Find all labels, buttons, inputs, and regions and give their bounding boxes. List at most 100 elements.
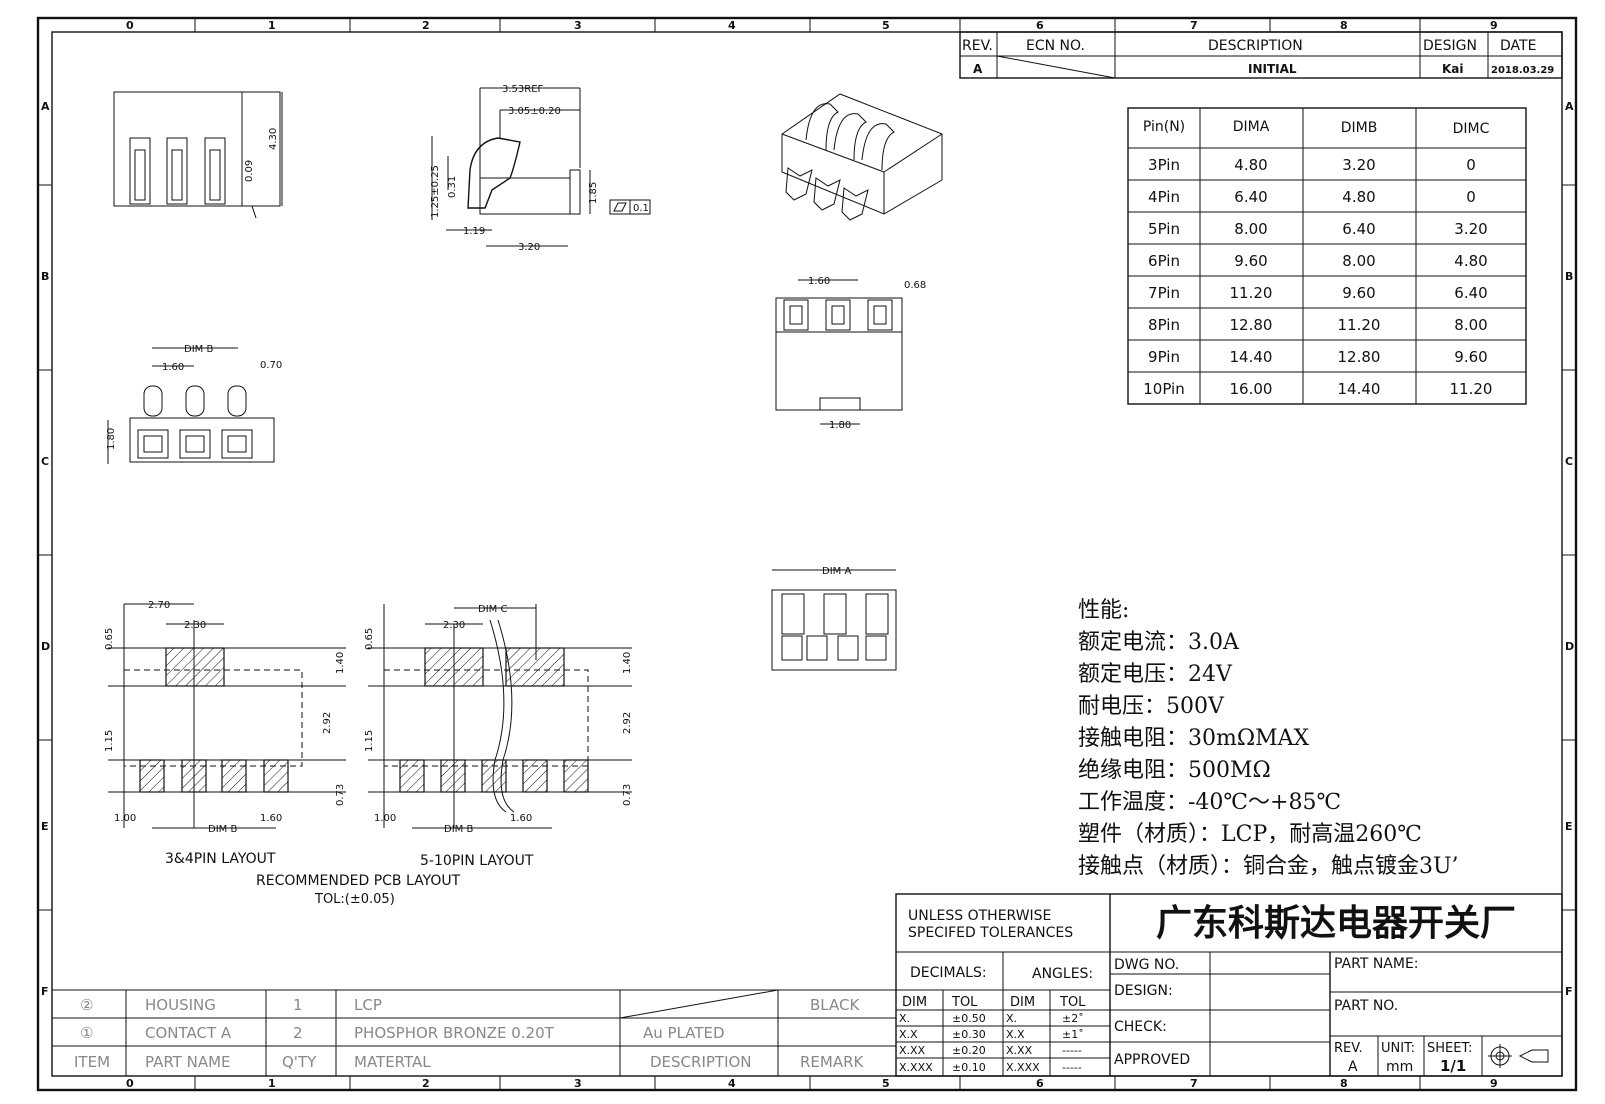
- pin-table-cell: 7Pin: [1148, 284, 1180, 302]
- rev-label: REV.: [1334, 1041, 1363, 1056]
- dim-label: 0.65: [104, 628, 115, 650]
- pin-table-cell: 8.00: [1342, 252, 1375, 270]
- pcb-pad: [399, 759, 425, 793]
- dim-label: 2.30: [184, 620, 206, 631]
- tolerance-cell: X.: [1006, 1012, 1017, 1025]
- pcb-layout-title: RECOMMENDED PCB LAYOUT: [256, 873, 461, 889]
- spec-line: 塑件（材质）：LCP，耐高温260℃: [1078, 822, 1422, 847]
- part-no-label: PART NO.: [1334, 998, 1398, 1014]
- row-label: B: [41, 270, 49, 283]
- design-header: DESIGN: [1423, 38, 1477, 54]
- design-value: Kai: [1442, 62, 1464, 76]
- dim-label: 2.92: [322, 712, 333, 734]
- spec-line: 绝缘电阻：500MΩ: [1078, 758, 1271, 783]
- pin-table-cell: 10Pin: [1143, 380, 1184, 398]
- tolerance-cell: ±2˚: [1062, 1012, 1084, 1025]
- pin-table-cell: 3Pin: [1148, 156, 1180, 174]
- dim-label: 3.05±0.20: [508, 106, 561, 117]
- tolerance-cell: X.X: [899, 1028, 918, 1041]
- pin-table-cell: 9.60: [1342, 284, 1375, 302]
- dim-label: 1.60: [808, 276, 830, 287]
- row-label: B: [1565, 270, 1573, 283]
- pin-table-header: DIMC: [1453, 121, 1490, 137]
- side-view: 3.53REF 3.05±0.20 1.25±0.25 0.31 1.85 1.…: [430, 84, 651, 253]
- dim-label: 0.73: [335, 784, 346, 806]
- bom-header: MATERTAL: [354, 1053, 431, 1071]
- check-label: CHECK:: [1114, 1019, 1167, 1035]
- spec-line: 额定电流：3.0A: [1078, 630, 1240, 655]
- performance-specs: 性能: 额定电流：3.0A 额定电压：24V 耐电压：500V 接触电阻：30m…: [1078, 598, 1459, 879]
- tolerance-cell: X.X: [1006, 1028, 1025, 1041]
- date-value: 2018.03.29: [1491, 65, 1554, 76]
- row-label: F: [41, 985, 49, 998]
- bom-cell: CONTACT A: [145, 1024, 232, 1042]
- dim-label: 1.60: [162, 362, 184, 373]
- bom-cell: PHOSPHOR BRONZE 0.20T: [354, 1024, 555, 1042]
- dim-label: 1.60: [510, 813, 532, 824]
- col-label: 2: [422, 19, 430, 32]
- pin-table-cell: 16.00: [1230, 380, 1273, 398]
- tolerance-note: UNLESS OTHERWISE: [908, 908, 1051, 924]
- tolerance-cell: X.XX: [899, 1044, 926, 1057]
- spec-line: 性能:: [1078, 598, 1129, 623]
- bom-cell: 1: [293, 996, 303, 1014]
- pin-table-cell: 14.40: [1338, 380, 1381, 398]
- bom-header: REMARK: [800, 1053, 865, 1071]
- tol-header: TOL: [951, 995, 978, 1010]
- decimals-label: DECIMALS:: [910, 965, 987, 981]
- dim-label: DIM A: [822, 566, 851, 577]
- dim-label: 1.40: [335, 652, 346, 674]
- col-label: 5: [882, 1077, 890, 1090]
- col-label: 3: [574, 19, 582, 32]
- unit-label: UNIT:: [1381, 1041, 1415, 1056]
- rev-value: A: [1348, 1059, 1358, 1075]
- design-label: DESIGN:: [1114, 983, 1173, 999]
- pcb-tolerance: TOL:(±0.05): [314, 892, 395, 907]
- front-view: 4.30 0.09: [113, 91, 283, 219]
- col-label: 9: [1490, 1077, 1498, 1090]
- zone-labels: 0 1 2 3 4 5 6 7 8 9 0 1 2 3 4 5 6 7 8 9 …: [41, 19, 1574, 1090]
- title-block: UNLESS OTHERWISE SPECIFED TOLERANCES 广东科…: [895, 893, 1563, 1077]
- sheet-value: 1/1: [1440, 1057, 1466, 1075]
- col-label: 7: [1190, 1077, 1198, 1090]
- pin-table-cell: 9.60: [1234, 252, 1267, 270]
- pin-table-cell: 14.40: [1230, 348, 1273, 366]
- pcb-pad: [139, 759, 165, 793]
- ecn-header: ECN NO.: [1026, 38, 1085, 54]
- bom-cell: LCP: [354, 996, 382, 1014]
- row-label: E: [1565, 820, 1573, 833]
- pin-table-cell: 12.80: [1338, 348, 1381, 366]
- pcb-left-caption: 3&4PIN LAYOUT: [165, 851, 276, 867]
- dim-header: DIM: [1010, 995, 1035, 1010]
- spec-line: 接触电阻：30mΩMAX: [1078, 726, 1310, 751]
- dim-label: 1.85: [588, 182, 599, 204]
- outer-frame: [36, 16, 1578, 1092]
- pcb-layout-right: 2.30 DIM C 0.65 1.40 2.92 1.15 0.73 1.00…: [364, 604, 633, 869]
- rev-header: REV.: [962, 38, 993, 54]
- col-label: 8: [1340, 19, 1348, 32]
- col-label: 0: [126, 19, 134, 32]
- pin-table-cell: 0: [1466, 156, 1476, 174]
- tolerance-cell: ±0.30: [952, 1028, 986, 1041]
- bom-cell: HOUSING: [145, 996, 216, 1014]
- dim-label: DIM B: [184, 344, 213, 355]
- col-label: 7: [1190, 19, 1198, 32]
- dim-label: 0.65: [364, 628, 375, 650]
- company-name: 广东科斯达电器开关厂: [1156, 903, 1516, 944]
- row-label: C: [1565, 455, 1573, 468]
- pcb-layout-left: 2.70 2.30 0.65 1.40 2.92 1.15 0.73 1.00 …: [104, 600, 346, 867]
- bom-cell: ②: [80, 996, 93, 1014]
- dim-label: DIM B: [208, 824, 237, 835]
- top-view: DIM B 1.60 0.70 1.80: [106, 344, 282, 464]
- col-label: 5: [882, 19, 890, 32]
- tolerance-cell: X.XXX: [1006, 1061, 1040, 1074]
- pin-table-cell: 0: [1466, 188, 1476, 206]
- pin-table-cell: 11.20: [1450, 380, 1493, 398]
- unit-value: mm: [1386, 1059, 1413, 1075]
- dim-label: 1.15: [364, 730, 375, 752]
- pcb-pad: [563, 759, 589, 793]
